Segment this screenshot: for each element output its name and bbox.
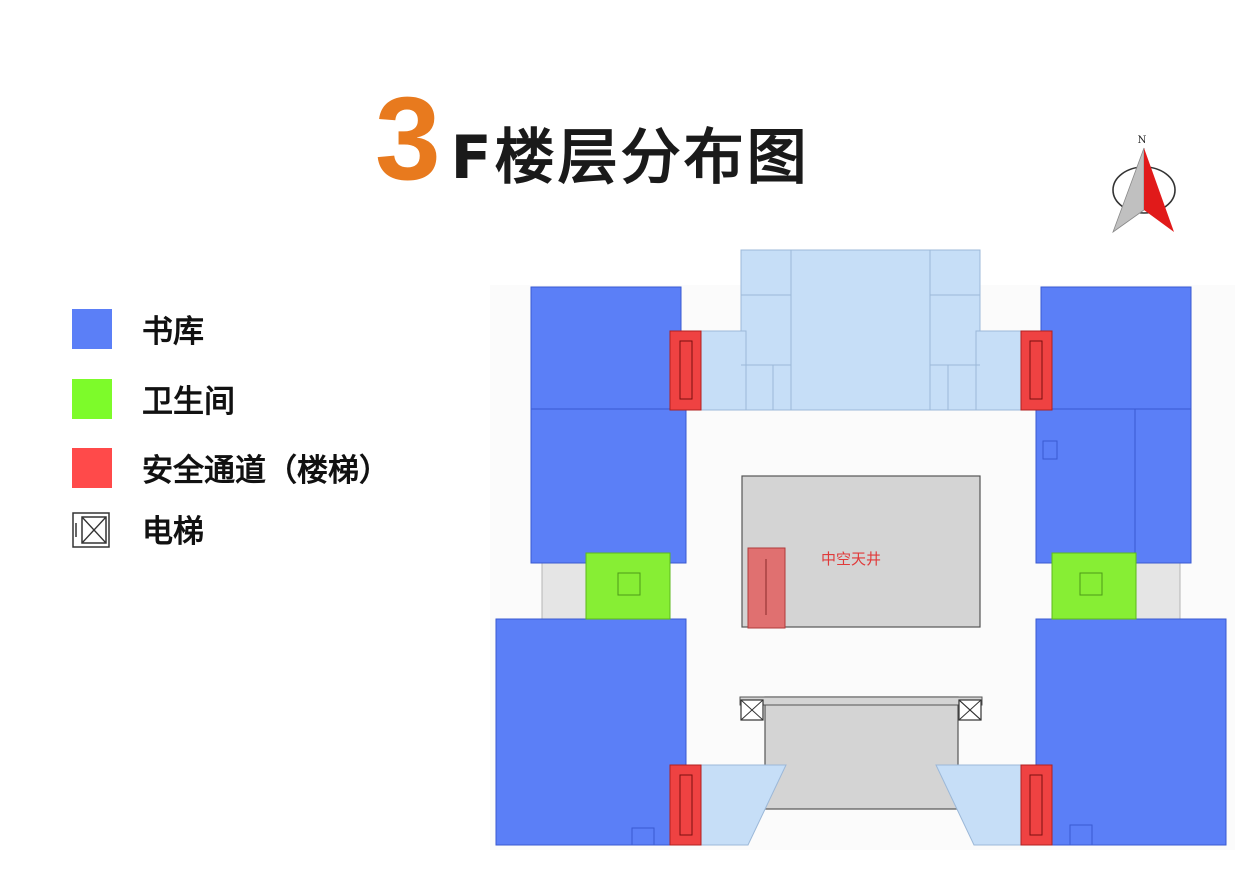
title-text: F楼层分布图 — [450, 123, 810, 193]
corridor-west — [541, 562, 587, 620]
south-core — [764, 696, 959, 810]
title-floor-number: 3 — [375, 73, 441, 205]
page-title: 3 F楼层分布图 — [375, 80, 810, 198]
stack-bottom-right — [1035, 618, 1227, 846]
legend-label: 书库 — [142, 314, 204, 350]
legend-item-restroom: 卫生间 — [72, 376, 235, 421]
elevator-icon — [1042, 440, 1058, 460]
restroom-west — [585, 552, 671, 620]
stairs-north-east — [1020, 330, 1053, 411]
reading-area-north — [740, 249, 981, 411]
legend-item-elevator: 电梯 — [72, 506, 204, 551]
stack-bottom-left — [495, 618, 687, 846]
restroom-east — [1051, 552, 1137, 620]
stairs-south-east — [1020, 764, 1053, 846]
stack-top-right-upper — [1040, 286, 1192, 411]
legend-swatch-restroom — [72, 378, 112, 419]
stairs-south-west — [669, 764, 702, 846]
reading-area-north-west — [700, 330, 747, 411]
atrium-label: 中空天井 — [821, 550, 881, 568]
floor-plan: 中空天井 — [490, 249, 1235, 850]
legend-label: 电梯 — [142, 514, 204, 550]
corridor-east — [1135, 562, 1181, 620]
legend-item-stairs: 安全通道（楼梯） — [72, 445, 390, 490]
elevator-icon — [72, 511, 110, 548]
legend-label: 卫生间 — [142, 384, 235, 420]
legend-swatch-stairs — [72, 447, 112, 488]
compass-north-label: N — [1138, 135, 1147, 146]
stairs-north-west — [669, 330, 702, 411]
stack-top-left-lower — [530, 408, 687, 564]
stack-top-left-upper — [530, 286, 682, 411]
legend-label: 安全通道（楼梯） — [142, 453, 390, 489]
stack-top-right-lower — [1035, 408, 1192, 564]
reading-area-north-east — [975, 330, 1022, 411]
legend-swatch-stacks — [72, 308, 112, 349]
legend-item-stacks: 书库 — [72, 306, 204, 351]
compass-icon: N — [1112, 135, 1176, 234]
